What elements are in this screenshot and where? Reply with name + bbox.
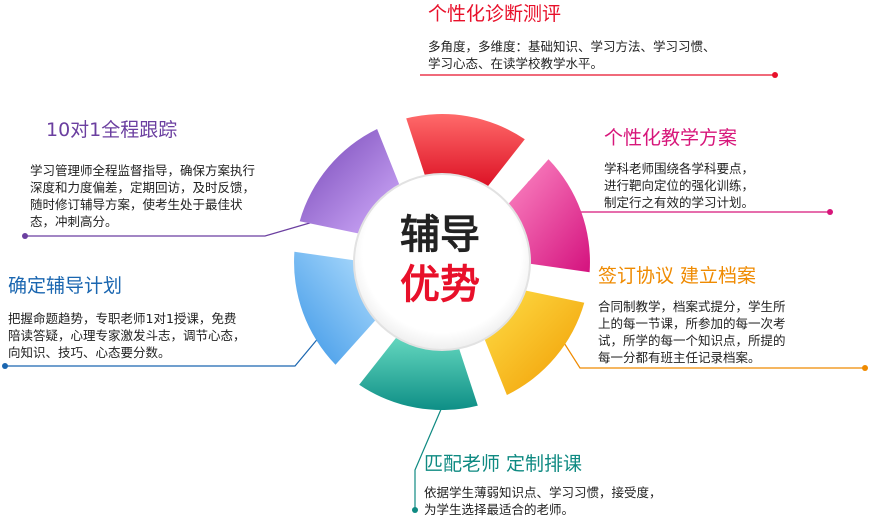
connector-dot-tracking	[22, 233, 28, 239]
desc-line: 进行靶向定位的强化训练，	[604, 178, 755, 193]
connector-line-tracking	[25, 219, 321, 237]
center-title-line1: 辅导	[400, 212, 480, 258]
desc-line: 随时修订辅导方案，使考生处于最佳状	[30, 197, 243, 212]
item-desc-tutoring-plan: 把握命题趋势，专职老师1对1授课，免费 陪读答疑，心理专家激发斗志，调节心态， …	[8, 310, 298, 361]
desc-line: 试，所学的每一个知识点，所提的	[598, 333, 786, 348]
desc-line: 向知识、技巧、心态要分数。	[8, 345, 171, 360]
desc-line: 每一分都有班主任记录档案。	[598, 350, 761, 365]
desc-line: 把握命题趋势，专职老师1对1授课，免费	[8, 311, 237, 326]
connector-line-teacher-match	[414, 399, 446, 512]
item-desc-contract: 合同制教学，档案式提分，学生所 上的每一节课，所参加的每一次考 试，所学的每一个…	[598, 298, 858, 366]
item-title-teacher-match: 匹配老师 定制排课	[424, 453, 583, 475]
desc-line: 学习管理师全程监督指导，确保方案执行	[30, 163, 256, 178]
item-desc-teaching-plan: 学科老师围绕各学科要点， 进行靶向定位的强化训练， 制定行之有效的学习计划。	[604, 160, 834, 211]
desc-line: 合同制教学，档案式提分，学生所	[598, 299, 786, 314]
desc-line: 学习心态、在读学校教学水平。	[428, 56, 604, 71]
desc-line: 上的每一节课，所参加的每一次考	[598, 316, 786, 331]
desc-line: 依据学生薄弱知识点、学习习惯，接受度，	[424, 485, 662, 500]
desc-line: 陪读答疑，心理专家激发斗志，调节心态，	[8, 328, 246, 343]
desc-line: 态，冲刺高分。	[30, 214, 118, 229]
item-title-tutoring-plan: 确定辅导计划	[8, 275, 123, 297]
item-title-teaching-plan: 个性化教学方案	[604, 127, 738, 149]
desc-line: 多角度，多维度：基础知识、学习方法、学习习惯、	[428, 39, 716, 54]
desc-line: 深度和力度偏差，定期回访，及时反馈，	[30, 180, 256, 195]
item-title-contract: 签订协议 建立档案	[598, 265, 757, 287]
desc-line: 为学生选择最适合的老师。	[424, 502, 575, 517]
connector-dot-teaching-plan	[827, 209, 833, 215]
connector-dot-diagnosis	[772, 72, 778, 78]
desc-line: 学科老师围绕各学科要点，	[604, 161, 755, 176]
desc-line: 制定行之有效的学习计划。	[604, 195, 755, 210]
item-desc-teacher-match: 依据学生薄弱知识点、学习习惯，接受度， 为学生选择最适合的老师。	[424, 484, 724, 518]
center-circle	[353, 173, 531, 351]
center-title-line2: 优势	[400, 262, 480, 308]
item-desc-tracking: 学习管理师全程监督指导，确保方案执行 深度和力度偏差，定期回访，及时反馈， 随时…	[30, 162, 320, 230]
item-desc-diagnosis: 多角度，多维度：基础知识、学习方法、学习习惯、 学习心态、在读学校教学水平。	[428, 38, 808, 72]
item-title-tracking: 10对1全程跟踪	[46, 119, 178, 141]
connector-line-tutoring-plan	[5, 329, 326, 367]
connector-dot-tutoring-plan	[2, 363, 8, 369]
connector-dot-contract	[862, 365, 868, 371]
item-title-diagnosis: 个性化诊断测评	[428, 3, 562, 25]
connector-dot-teacher-match	[412, 507, 418, 513]
